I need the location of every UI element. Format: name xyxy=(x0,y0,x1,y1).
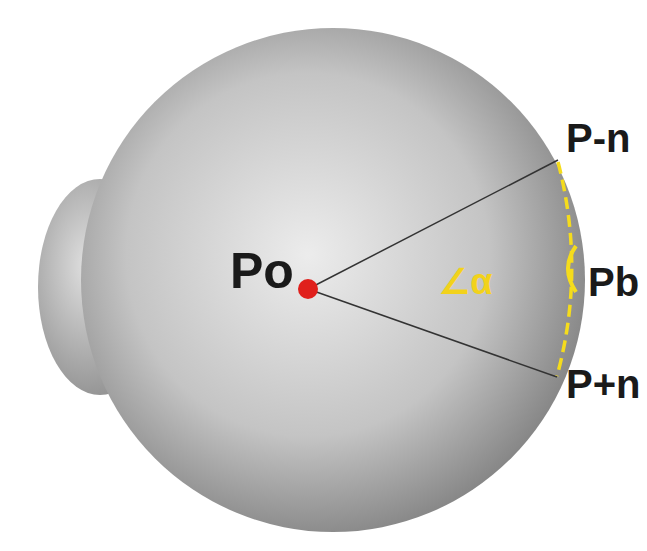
radius-line xyxy=(308,160,558,289)
eyeball-globe xyxy=(81,28,585,532)
point-label: P+n xyxy=(566,364,640,404)
point-label: P-n xyxy=(566,118,630,158)
radius-line xyxy=(308,289,557,377)
point-label: Pb xyxy=(588,262,639,302)
point-label: Po xyxy=(230,246,294,296)
center-point xyxy=(298,279,318,299)
angle-arc xyxy=(568,246,576,292)
angle-label: ∠α xyxy=(438,264,492,300)
